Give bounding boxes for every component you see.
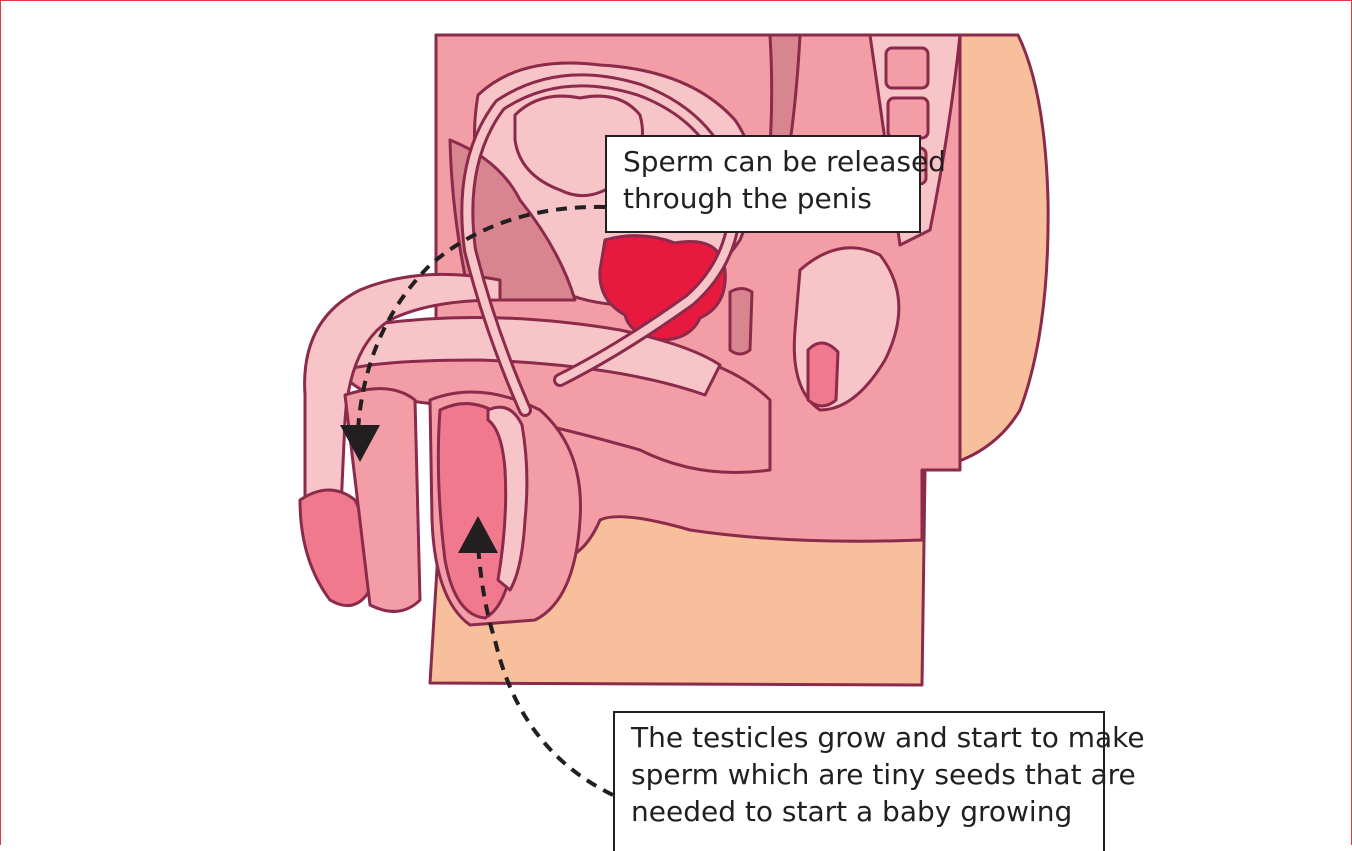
vertebra-1 <box>886 48 928 88</box>
callout-testicles-grow: The testicles grow and start to make spe… <box>613 711 1105 851</box>
callout-penis-line2: through the penis <box>623 180 907 217</box>
seminal-vesicle <box>730 289 752 355</box>
callout-sperm-released: Sperm can be released through the penis <box>605 135 921 233</box>
callout-testicles-line2: sperm which are tiny seeds that are <box>631 756 1091 793</box>
callout-penis-line1: Sperm can be released <box>623 143 907 180</box>
anal-sphincter <box>808 343 838 406</box>
callout-testicles-line3: needed to start a baby growing <box>631 793 1091 830</box>
vertebra-2 <box>888 98 928 138</box>
callout-testicles-line1: The testicles grow and start to make <box>631 719 1091 756</box>
